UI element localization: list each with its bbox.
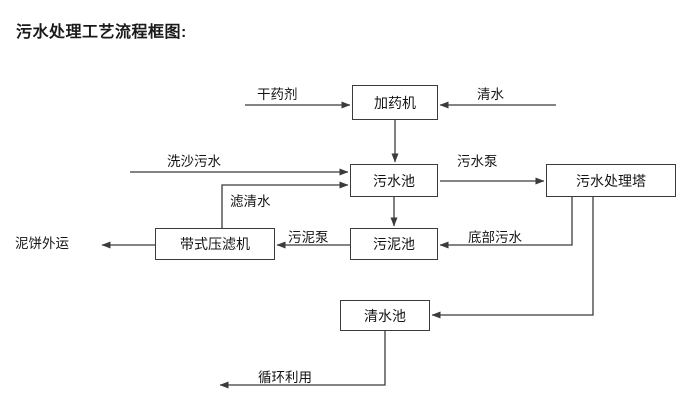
node-wastewater-pool[interactable]: 污水池 <box>350 164 438 197</box>
node-label: 污水池 <box>373 172 415 189</box>
edge-label-bottom-sewage: 底部污水 <box>468 230 522 245</box>
edge-label-sewage-pump: 污水泵 <box>457 154 498 169</box>
terminal-label-mud-cake-out: 泥饼外运 <box>15 236 69 251</box>
node-dosing-machine[interactable]: 加药机 <box>352 85 438 120</box>
edge-treatment-tower-to-sludge-pool <box>439 197 573 249</box>
node-label: 带式压滤机 <box>180 236 250 252</box>
node-label: 污泥池 <box>373 236 415 252</box>
node-label: 污水处理塔 <box>576 172 646 189</box>
page-title: 污水处理工艺流程框图: <box>16 24 187 41</box>
node-belt-filter-press[interactable]: 带式压滤机 <box>155 228 275 260</box>
edge-label-sand-wash-sewage: 洗沙污水 <box>167 154 221 169</box>
node-label: 加药机 <box>374 94 416 111</box>
node-sludge-pool[interactable]: 污泥池 <box>350 228 438 260</box>
edge-label-clean-water: 清水 <box>477 87 504 102</box>
edge-label-dry-chemical: 干药剂 <box>257 87 298 102</box>
edge-treatment-tower-to-clear-water-pool <box>431 197 594 319</box>
edge-belt-filter-press-to-wastewater-pool <box>221 181 349 228</box>
node-treatment-tower[interactable]: 污水处理塔 <box>546 164 676 197</box>
edge-clear-water-pool-to-recycle <box>219 331 386 389</box>
edge-label-filtered-clear-water: 滤清水 <box>230 194 271 209</box>
node-label: 清水池 <box>364 307 406 324</box>
edge-label-sludge-pump: 污泥泵 <box>288 230 329 245</box>
node-clear-water-pool[interactable]: 清水池 <box>340 300 430 331</box>
terminal-label-recycle-reuse: 循环利用 <box>258 370 312 385</box>
